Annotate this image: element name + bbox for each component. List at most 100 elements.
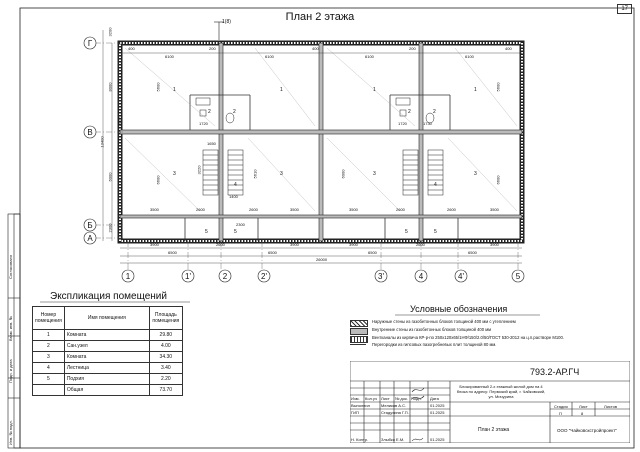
axis-label-4p: 4' — [458, 272, 464, 281]
legend-swatch-partition — [350, 344, 366, 346]
room-marker: 5 — [434, 229, 437, 235]
dim-text: 6600 — [495, 175, 501, 185]
axis-label-1: 1 — [125, 272, 131, 281]
dim-text: 1730 — [423, 121, 432, 126]
sheet-value: 8 — [581, 411, 584, 416]
person-name: Стадухина Г.П. — [381, 410, 409, 415]
title-block-grid — [350, 361, 630, 443]
cell-name: Подxия — [63, 373, 150, 385]
dim-text: 6000 — [107, 172, 113, 182]
table-total-row: Общая 73.70 — [32, 384, 183, 396]
strip-label: Подп. и дата — [8, 359, 13, 383]
axis-lines — [95, 42, 519, 270]
dim-text: 2600 — [216, 242, 225, 247]
room-marker: 2 — [433, 109, 436, 115]
cell-num: 1 — [32, 329, 65, 341]
dim-text: 1650 — [207, 141, 216, 146]
room-marker: 5 — [205, 229, 208, 235]
dim-text: 3500 — [150, 207, 159, 212]
cell-num: 2 — [32, 340, 65, 352]
stairs — [202, 149, 444, 196]
person-name: Злыбко Е.М. — [381, 437, 405, 442]
explication-title: Экспликация помещений — [50, 291, 167, 302]
cell-area: 34.30 — [148, 351, 183, 363]
dim-text: 3650 — [116, 117, 122, 127]
dim-text: 2600 — [396, 207, 405, 212]
dim-text: 200 — [409, 46, 416, 51]
dim-text: 3500 — [290, 207, 299, 212]
axis-circles — [83, 36, 525, 283]
room-marker: 5 — [234, 229, 237, 235]
room-marker: 1 — [474, 87, 477, 93]
section-mark: 1(8) — [222, 19, 231, 25]
dim-text: 6100 — [365, 54, 374, 59]
document-code: 793.2-АР.ГЧ — [530, 367, 580, 377]
axis-label-3p: 3' — [378, 272, 384, 281]
legend-swatch-interior — [350, 328, 368, 335]
partitions — [184, 94, 459, 241]
dim-total: 26000 — [316, 257, 328, 262]
dim-text: 2600 — [447, 207, 456, 212]
room-marker: 2 — [408, 109, 411, 115]
col-header: № док. — [395, 396, 408, 401]
dim-text: 3900 — [290, 242, 299, 247]
cell-num: 5 — [32, 373, 65, 385]
stage-header: Стадия — [554, 404, 568, 409]
room-diagonals — [124, 47, 518, 212]
dim-text: 400 — [505, 46, 512, 51]
axis-label-5: 5 — [515, 272, 521, 281]
axis-label-4: 4 — [418, 272, 424, 281]
room-marker: 4 — [434, 182, 437, 188]
dim-text: 6100 — [465, 54, 474, 59]
role: ГИП — [351, 410, 359, 415]
col-header: Изм. — [351, 396, 360, 401]
dim-text: 6000 — [340, 169, 346, 179]
col-header: Лист — [381, 396, 390, 401]
dim-text: 6100 — [265, 54, 274, 59]
dim-text: 6500 — [468, 250, 477, 255]
dim-text: 5600 — [495, 82, 501, 92]
company-name: ООО "Чайковскстройпроект" — [557, 428, 617, 433]
dim-text: 2600 — [416, 242, 425, 247]
col-header: Дата — [430, 396, 439, 401]
axis-label-1p: 1' — [185, 272, 191, 281]
dim-text: 3200 — [107, 27, 113, 37]
dim-text: 2300 — [107, 223, 113, 233]
axis-label-g: Г — [87, 39, 93, 48]
strip-label: Инв. № подл. — [8, 420, 13, 445]
dim-text: 3900 — [490, 242, 499, 247]
room-marker: 2 — [233, 109, 236, 115]
project-description: Блокированный 2-х этажный жилой дом на 4… — [456, 384, 546, 400]
table-row: 4 Лестница 3.40 — [32, 362, 183, 374]
explication-table: Номер помещения Имя помещения Площадь по… — [32, 306, 183, 396]
sheet-name: План 2 этажа — [478, 427, 510, 433]
dim-text: 13400 — [99, 136, 105, 148]
legend-title: Условные обозначения — [410, 304, 508, 314]
dim-text: 2300 — [236, 222, 245, 227]
dim-text: 3500 — [490, 207, 499, 212]
dim-text: 3220 — [196, 165, 202, 175]
bathroom-fixtures — [195, 97, 435, 124]
dim-text: 5610 — [252, 169, 258, 179]
cell-area: 2.20 — [148, 373, 183, 385]
section-marker — [214, 21, 224, 40]
role: Н. Контр. — [351, 437, 369, 442]
axis-label-2p: 2' — [261, 272, 267, 281]
room-marker: 2 — [208, 109, 211, 115]
col-header: Кол.уч — [365, 396, 377, 401]
stage-header: Лист — [579, 404, 588, 409]
dim-text: 3900 — [349, 242, 358, 247]
room-marker: 1 — [373, 87, 376, 93]
axis-label-2: 2 — [222, 272, 228, 281]
stage-value: П — [559, 411, 562, 416]
person-name: Меликов А.С. — [381, 403, 407, 408]
left-approval-strip — [7, 213, 21, 449]
axis-label-b: Б — [87, 221, 93, 230]
role: Выполнил — [351, 403, 370, 408]
dim-text: 8000 — [107, 82, 113, 92]
cell-name: Комната — [63, 329, 150, 341]
dim-text: 6500 — [368, 250, 377, 255]
cell-num: 4 — [32, 362, 65, 374]
cell-name: Лестница — [63, 362, 150, 374]
